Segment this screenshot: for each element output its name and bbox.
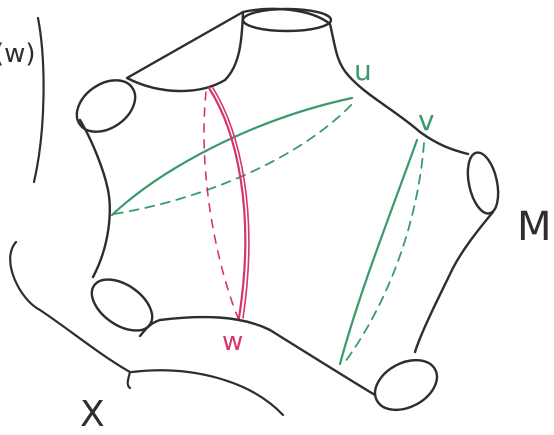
top-boundary-circle <box>243 9 331 31</box>
bottom-right-boundary-circle <box>367 350 446 420</box>
label-x: X <box>80 394 105 435</box>
surface-outline <box>80 9 493 395</box>
label-u: u <box>354 54 372 87</box>
curve-w-back <box>204 92 238 318</box>
label-w: w <box>222 327 243 357</box>
label-m: M <box>517 204 552 250</box>
curve-u-front <box>112 98 352 215</box>
label-v: v <box>418 104 435 137</box>
curve-v-front <box>340 140 417 364</box>
right-boundary-circle <box>463 150 503 216</box>
corner-label: (w) <box>0 39 36 69</box>
curve-w-front <box>209 88 245 318</box>
curve-v-back <box>345 143 424 362</box>
curve-u-back <box>114 101 355 214</box>
left-lower-boundary-circle <box>83 269 162 341</box>
